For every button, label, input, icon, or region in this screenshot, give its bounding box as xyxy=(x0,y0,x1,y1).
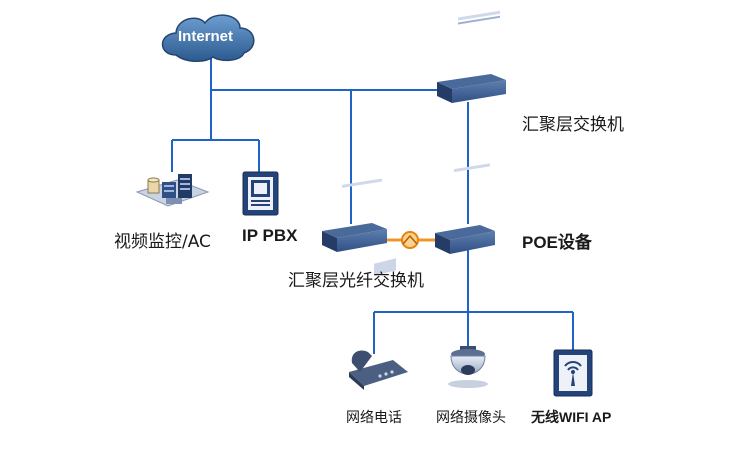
phone-label: 网络电话 xyxy=(346,410,402,426)
wifi-ap-label: 无线WIFI AP xyxy=(531,409,612,425)
wifi-ap-icon xyxy=(553,349,593,397)
poe-label: POE设备 xyxy=(522,233,592,252)
poe-switch-icon xyxy=(435,163,495,254)
video-ac-label: 视频监控/AC xyxy=(114,232,211,252)
ip-pbx-label: IP PBX xyxy=(242,226,298,245)
connection-lines xyxy=(171,58,574,354)
core-switch-icon xyxy=(437,10,506,103)
internet-label: Internet xyxy=(178,28,234,45)
ip-pbx-icon xyxy=(242,171,279,216)
ip-phone-icon xyxy=(349,258,408,390)
dome-camera-icon xyxy=(448,346,488,388)
core-switch-label: 汇聚层交换机 xyxy=(522,115,624,135)
fiber-link xyxy=(384,231,436,249)
fiber-switch-icon xyxy=(322,178,387,252)
camera-label: 网络摄像头 xyxy=(436,410,506,426)
internet-cloud-icon xyxy=(161,14,255,62)
video-ac-server-icon xyxy=(135,174,210,207)
fiber-switch-label: 汇聚层光纤交换机 xyxy=(288,271,424,291)
